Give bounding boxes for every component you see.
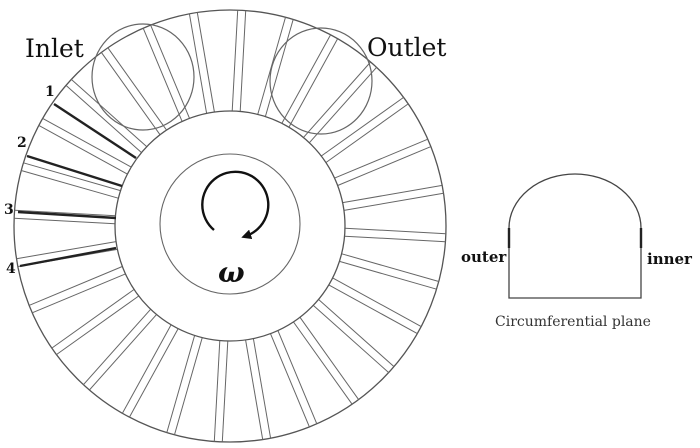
channel-wall-18-0 (100, 52, 161, 135)
channel-wall-2-1 (328, 284, 418, 335)
channel-wall-20-0 (188, 13, 208, 114)
channel-wall-19-1 (150, 24, 190, 119)
channel-number-3: 3 (4, 202, 14, 218)
channel-wall-12-0 (32, 273, 126, 314)
channel-wall-14-1 (14, 209, 116, 217)
rotor-outer-circle (13, 9, 447, 443)
channel-wall-25-0 (321, 96, 404, 157)
channel-wall-17-0 (65, 85, 142, 153)
channel-wall-9-0 (128, 328, 179, 418)
outlet-label: Outlet (367, 33, 446, 62)
channel-walls (14, 10, 446, 442)
channel-wall-2-0 (332, 277, 422, 328)
inlet-port-icon (91, 23, 195, 131)
channel-wall-16-1 (42, 117, 132, 168)
rotor-hub-circle (159, 153, 301, 295)
cross-section-shape (508, 173, 642, 299)
omega-symbol: ω (218, 256, 245, 289)
channel-wall-25-1 (325, 103, 409, 163)
channel-wall-21-0 (231, 10, 239, 112)
channel-wall-9-1 (121, 324, 172, 414)
channel-wall-24-1 (309, 66, 377, 144)
channel-wall-4-1 (293, 321, 353, 405)
channel-number-4: 4 (6, 261, 16, 277)
inner-label: inner (647, 250, 693, 268)
channel-wall-23-0 (281, 34, 332, 124)
channel-wall-6-1 (245, 339, 264, 440)
channel-wall-3-1 (312, 305, 390, 373)
channel-wall-17-1 (70, 79, 148, 147)
channel-wall-13-1 (16, 241, 117, 260)
channel-wall-6-0 (252, 338, 272, 439)
channel-number-2: 2 (17, 135, 27, 151)
channel-wall-7-1 (213, 340, 221, 442)
channel-wall-14-0 (14, 217, 116, 225)
channel-wall-27-1 (343, 192, 444, 211)
channel-wall-11-1 (51, 289, 135, 349)
channel-wall-8-1 (166, 335, 196, 433)
channel-wall-18-1 (107, 47, 167, 131)
channel-wall-27-0 (342, 184, 443, 204)
channel-wall-4-0 (299, 317, 360, 400)
inlet-label: Inlet (25, 34, 84, 63)
highlight-line-4 (19, 246, 117, 268)
channel-wall-1-1 (339, 260, 437, 290)
channel-wall-7-0 (221, 340, 229, 442)
channel-wall-5-1 (270, 333, 310, 428)
channel-wall-8-0 (174, 337, 203, 435)
channel-wall-19-0 (142, 28, 183, 122)
channel-wall-20-1 (196, 12, 215, 113)
channel-wall-0-0 (344, 227, 446, 235)
channel-wall-0-1 (344, 235, 446, 243)
channel-wall-21-1 (239, 10, 247, 112)
channel-wall-24-0 (303, 61, 371, 138)
channel-wall-16-0 (38, 124, 128, 175)
highlight-line-2 (26, 154, 123, 188)
channel-wall-15-0 (21, 170, 119, 199)
channel-wall-23-1 (288, 38, 339, 128)
channel-wall-15-1 (23, 162, 121, 192)
channel-wall-5-0 (277, 330, 318, 424)
channel-wall-3-0 (318, 299, 395, 367)
channel-wall-11-0 (56, 295, 139, 356)
outlet-port-icon (269, 27, 373, 135)
cross-section-caption: Circumferential plane (495, 314, 651, 330)
highlight-line-3 (17, 210, 117, 220)
channel-wall-10-0 (89, 314, 157, 391)
channel-wall-26-1 (337, 146, 432, 186)
channel-wall-10-1 (83, 308, 151, 386)
outer-label: outer (461, 248, 507, 266)
channel-wall-1-0 (341, 253, 439, 282)
channel-wall-12-1 (28, 266, 123, 306)
channel-wall-22-1 (264, 19, 294, 117)
curved-arrow-icon (201, 170, 270, 240)
channel-wall-26-0 (334, 138, 428, 179)
channel-number-1: 1 (45, 84, 55, 100)
rotor-inner-circle (114, 110, 346, 342)
highlight-line-1 (53, 102, 137, 160)
